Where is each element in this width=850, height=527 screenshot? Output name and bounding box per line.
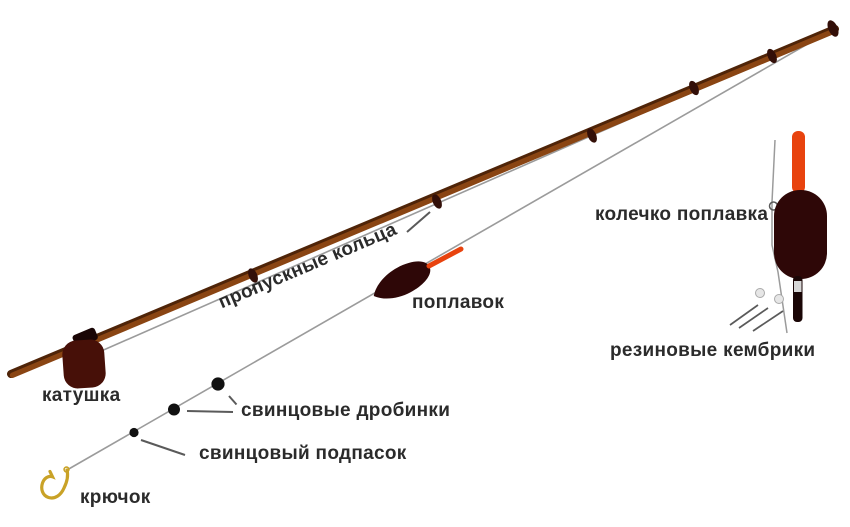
hook	[40, 468, 70, 500]
rubber-tube-1	[755, 288, 765, 298]
pointer-rubber-tube-2	[738, 307, 769, 329]
guide-ring-3	[587, 128, 597, 143]
pointer-lead-shot-1	[228, 395, 238, 406]
label-lead-dropper: свинцовый подпасок	[199, 443, 407, 464]
float-detail-group	[729, 131, 827, 334]
float-group	[373, 261, 431, 299]
label-reel: катушка	[42, 385, 121, 406]
reel-body	[62, 339, 106, 389]
pointer-guide-ring-1	[251, 283, 256, 292]
lead-shot-1	[211, 377, 225, 391]
leader-line	[66, 29, 833, 471]
pointer-lead-dropper	[140, 439, 186, 456]
pointer-rubber-tube-3	[752, 310, 784, 332]
guide-ring-1	[248, 268, 258, 283]
label-hook: крючок	[80, 487, 151, 508]
label-lead-shots: свинцовые дробинки	[241, 400, 451, 421]
detail-float-body	[774, 190, 827, 279]
lead-dropper-shot	[129, 427, 139, 438]
guide-ring-2	[432, 194, 442, 209]
detail-float-antenna	[792, 131, 805, 193]
label-float: поплавок	[412, 292, 505, 313]
pointer-guide-ring-2	[406, 211, 431, 233]
lead-shot-2	[168, 403, 180, 416]
pointer-lead-shot-2	[186, 410, 234, 413]
rod-tip-guide	[827, 20, 839, 37]
rubber-tube-2	[774, 294, 784, 304]
float-body	[373, 261, 431, 299]
label-rubber-tubes: резиновые кембрики	[610, 340, 816, 361]
pointer-rubber-tube-1	[729, 304, 759, 326]
keel-rubber-tube	[794, 281, 802, 292]
float-antenna	[426, 246, 464, 269]
guide-ring-4	[689, 80, 699, 96]
label-float-ring: колечко поплавка	[595, 204, 769, 225]
guide-ring-5	[767, 48, 777, 64]
detail-thread-line	[771, 139, 788, 334]
